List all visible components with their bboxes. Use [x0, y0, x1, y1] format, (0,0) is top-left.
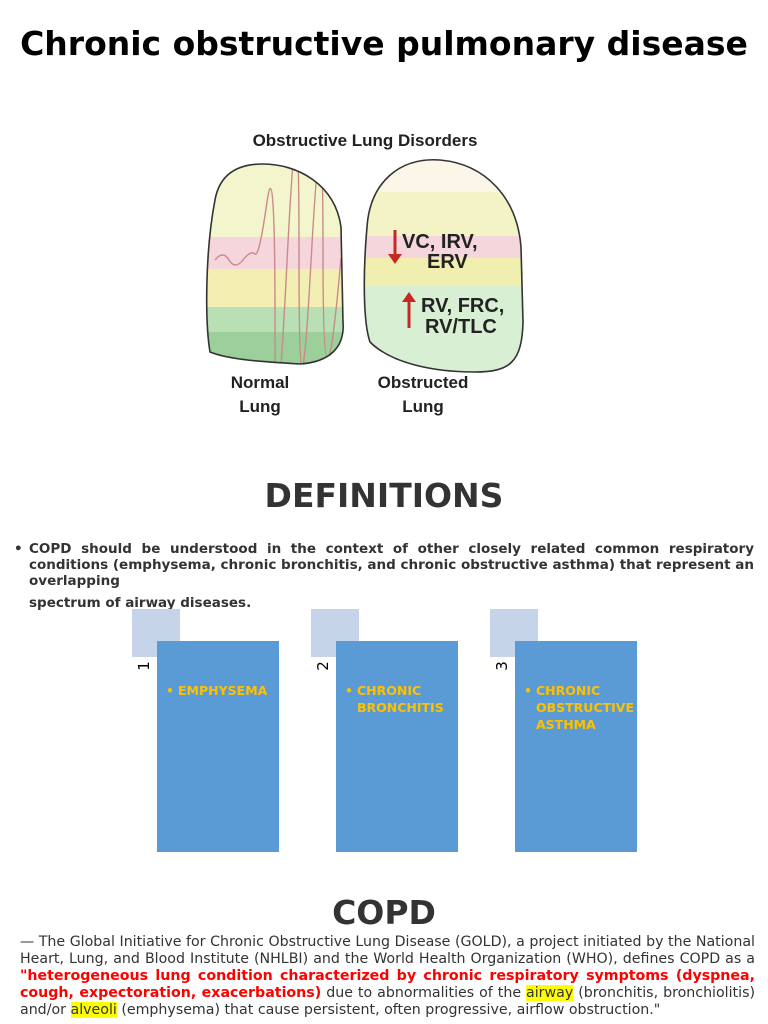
decrease-values-line2: ERV — [427, 251, 468, 273]
card-number-2: 2 — [314, 661, 332, 671]
normal-lung — [206, 164, 344, 364]
card-label-2: • CHRONIC BRONCHITIS — [345, 683, 444, 715]
decrease-values-line1: VC, IRV, — [402, 231, 478, 253]
increase-arrow-icon — [402, 292, 416, 328]
definitions-bullet-last-line: spectrum of airway diseases. — [29, 595, 252, 611]
figure-title: Obstructive Lung Disorders — [253, 131, 478, 150]
highlight-airway: airway — [526, 985, 574, 1001]
bullet-marker: • — [524, 683, 532, 698]
card-chronic-bronchitis — [336, 641, 458, 852]
bullet-marker: • — [345, 683, 353, 698]
normal-lung-label-line1: Normal — [231, 373, 290, 392]
obstructed-lung — [364, 159, 523, 372]
decrease-arrow-icon — [388, 230, 402, 264]
definitions-heading: DEFINITIONS — [264, 476, 504, 515]
card-number-1: 1 — [135, 661, 153, 671]
bullet-marker: • — [166, 683, 174, 698]
page-title: Chronic obstructive pulmonary disease — [20, 24, 748, 63]
highlight-alveoli: alveoli — [70, 1002, 117, 1018]
gold-definition-quote: "heterogeneous lung condition characteri… — [20, 968, 755, 1001]
card-label-3: • CHRONIC OBSTRUCTIVE ASTHMA — [524, 683, 635, 732]
bullet-marker: • — [14, 541, 23, 557]
card-label-1: • EMPHYSEMA — [166, 683, 268, 698]
obstructive-lung-figure: Obstructive Lung Disorders VC, IRV, ERV … — [205, 131, 524, 416]
definitions-bullet-lines: COPD should be understood in the context… — [29, 541, 754, 589]
definitions-bullet: • COPD should be understood in the conte… — [14, 541, 754, 611]
card-number-3: 3 — [493, 661, 511, 671]
increase-values-line2: RV/TLC — [425, 316, 497, 338]
normal-lung-label-line2: Lung — [239, 397, 281, 416]
copd-definition-paragraph: — The Global Initiative for Chronic Obst… — [20, 934, 755, 1018]
definitions-bullet-text: COPD should be understood in the context… — [29, 541, 754, 611]
card-emphysema — [157, 641, 279, 852]
increase-values-line1: RV, FRC, — [421, 295, 504, 317]
obstructed-lung-label-line1: Obstructed — [378, 373, 469, 392]
dash-marker: — — [20, 934, 35, 950]
card-chronic-obstructive-asthma — [515, 641, 637, 852]
obstructed-lung-label-line2: Lung — [402, 397, 444, 416]
copd-heading: COPD — [332, 893, 436, 932]
